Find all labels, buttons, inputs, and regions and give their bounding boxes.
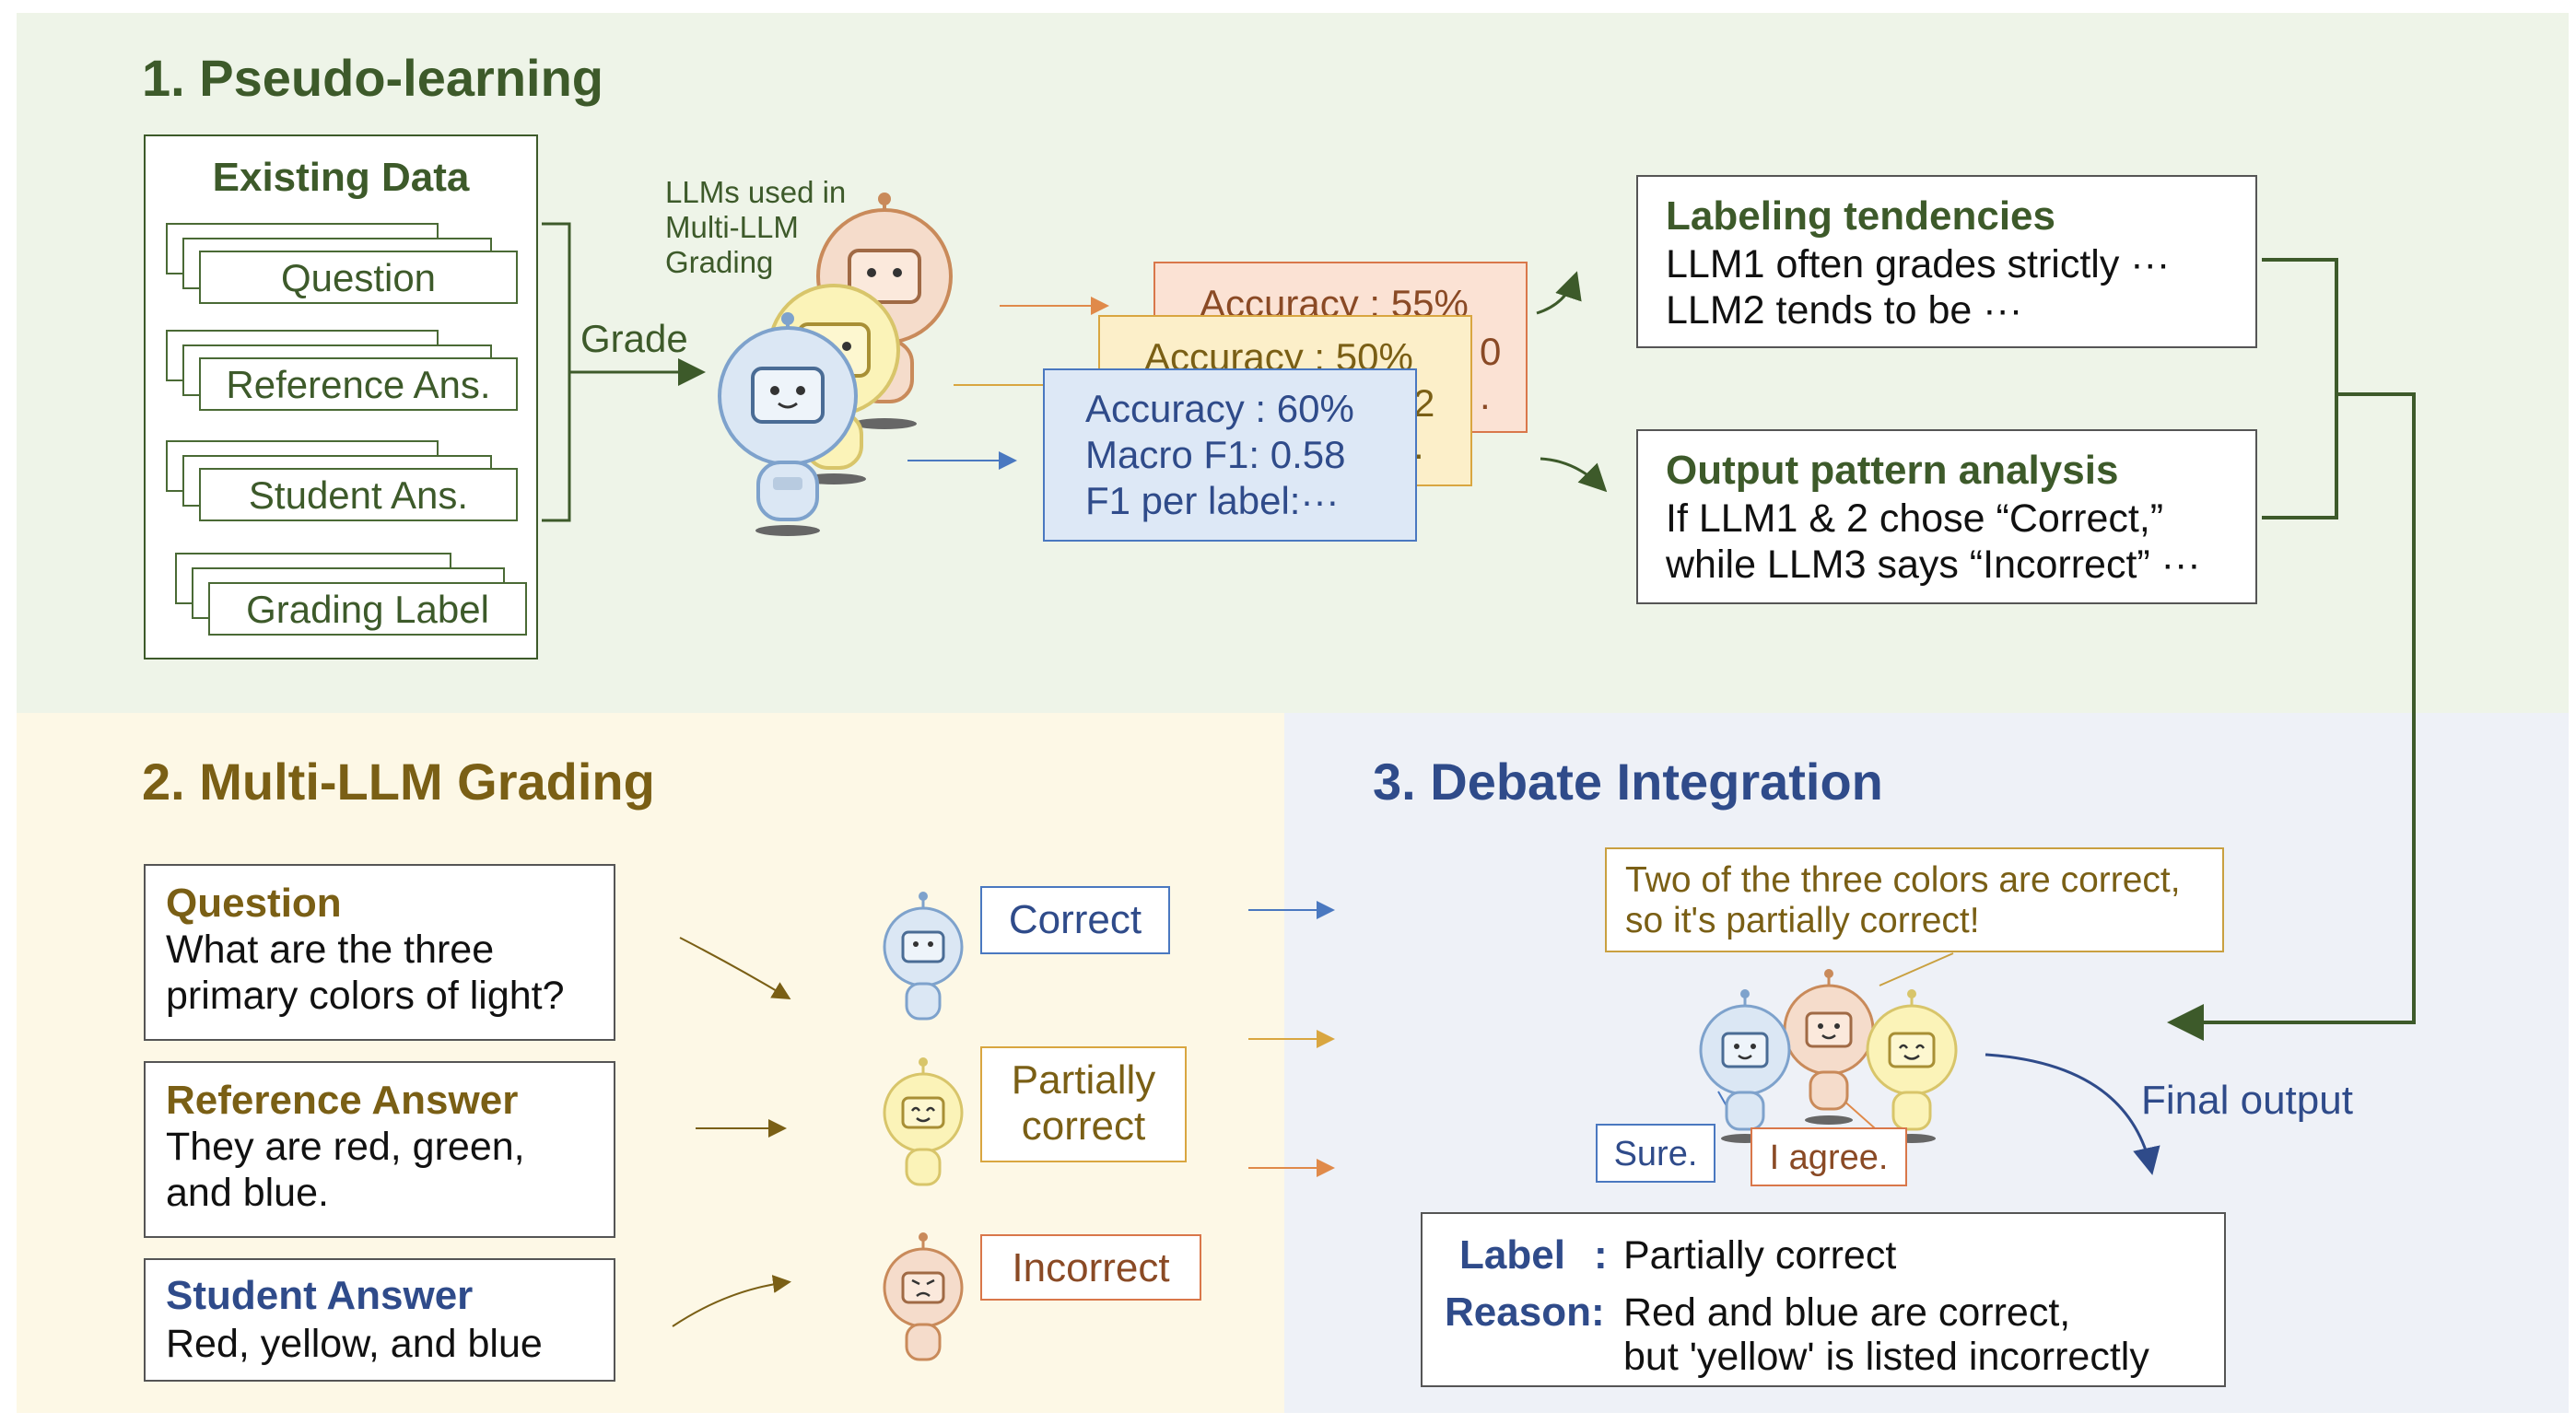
metric-yellow-line3: .	[1413, 424, 1424, 467]
analysis-bracket	[2262, 258, 2338, 519]
reference-answer-title: Reference Answer	[166, 1078, 519, 1123]
grade-label: Grade	[580, 317, 688, 360]
output-correct-box: Correct	[980, 886, 1170, 954]
arrow-question	[679, 937, 791, 1000]
robot-orange-small	[883, 1232, 964, 1361]
output-correct-label: Correct	[1008, 897, 1142, 942]
student-card-label: Student Ans.	[248, 473, 469, 517]
llms-note-line1: LLMs used in	[665, 175, 847, 209]
question-title: Question	[166, 881, 342, 926]
final-result-box: Label : Partially correct Reason: Red an…	[1421, 1212, 2226, 1387]
output-partial-line1: Partially	[1011, 1057, 1156, 1103]
question-line2: primary colors of light?	[166, 974, 565, 1018]
to-debate-connector	[2167, 392, 2416, 1041]
output-pattern-line1: If LLM1 & 2 chose “Correct,”	[1666, 496, 2164, 541]
question-card: Question	[199, 251, 518, 304]
data-bracket	[542, 222, 571, 522]
result-label-key: Label	[1459, 1232, 1565, 1278]
sure-text: Sure.	[1613, 1135, 1698, 1173]
speech-line1: Two of the three colors are correct,	[1625, 860, 2181, 900]
reference-card: Reference Ans.	[199, 357, 518, 411]
agree-text: I agree.	[1769, 1138, 1889, 1177]
speech-line2: so it's partially correct!	[1625, 901, 1980, 940]
robot-blue-large	[718, 312, 858, 536]
reference-line1: They are red, green,	[166, 1125, 525, 1169]
result-label-sep: :	[1594, 1232, 1608, 1278]
reference-answer-box: Reference Answer They are red, green, an…	[144, 1061, 615, 1238]
student-card: Student Ans.	[199, 468, 518, 521]
output-pattern-line2: while LLM3 says “Incorrect” ···	[1666, 543, 2201, 587]
output-partial-line2: correct	[1021, 1103, 1146, 1149]
output-incorrect-box: Incorrect	[980, 1234, 1201, 1301]
metric-blue-macro-f1: Macro F1: 0.58	[1085, 433, 1346, 476]
arrow-to-labeling	[1536, 271, 1582, 315]
metric-blue-f1-per-label: F1 per label:···	[1085, 479, 1340, 522]
llms-note-line3: Grading	[665, 245, 774, 279]
robot-yellow-small	[883, 1057, 964, 1186]
reference-line2: and blue.	[166, 1171, 329, 1215]
labeling-line2: LLM2 tends to be ···	[1666, 288, 2023, 333]
section3-title: 3. Debate Integration	[1373, 753, 1883, 811]
grading-label-card: Grading Label	[208, 582, 527, 636]
metric-card-blue: Accuracy : 60% Macro F1: 0.58 F1 per lab…	[1043, 368, 1417, 542]
robot-yellow-debate	[1866, 989, 1958, 1143]
student-answer-title: Student Answer	[166, 1273, 474, 1318]
agree-bubble: I agree.	[1751, 1127, 1907, 1186]
result-label-value: Partially correct	[1623, 1233, 1897, 1278]
output-pattern-box: Output pattern analysis If LLM1 & 2 chos…	[1636, 429, 2257, 604]
question-line1: What are the three	[166, 928, 495, 972]
metric-blue-accuracy: Accuracy : 60%	[1085, 387, 1354, 430]
metric-orange-line2: 0	[1480, 330, 1502, 373]
output-pattern-title: Output pattern analysis	[1666, 448, 2119, 493]
metric-yellow-line2: 2	[1413, 381, 1435, 425]
sure-bubble: Sure.	[1596, 1124, 1715, 1183]
grading-label-card-label: Grading Label	[246, 588, 489, 631]
final-output-label: Final output	[2141, 1078, 2353, 1123]
section1-title: 1. Pseudo-learning	[142, 49, 603, 107]
speech-bubble: Two of the three colors are correct, so …	[1605, 847, 2224, 952]
question-card-label: Question	[280, 256, 437, 299]
robot-blue-small	[883, 892, 964, 1021]
llms-note-line2: Multi-LLM	[665, 210, 799, 244]
labeling-line1: LLM1 often grades strictly ···	[1666, 242, 2171, 286]
speech-tail	[1879, 952, 1954, 986]
final-output-arrow	[1985, 1053, 2160, 1175]
arrow-student	[672, 1275, 791, 1327]
result-reason-line1: Red and blue are correct,	[1623, 1290, 2071, 1335]
robot-blue-debate	[1699, 989, 1791, 1143]
question-box: Question What are the three primary colo…	[144, 864, 615, 1041]
robot-orange-debate	[1783, 969, 1875, 1125]
arrow-to-output-pattern	[1540, 457, 1608, 493]
student-answer-box: Student Answer Red, yellow, and blue	[144, 1258, 615, 1382]
output-partial-box: Partially correct	[980, 1046, 1187, 1162]
student-line1: Red, yellow, and blue	[166, 1322, 543, 1366]
result-reason-line2: but 'yellow' is listed incorrectly	[1623, 1335, 2149, 1379]
result-reason-key: Reason:	[1445, 1290, 1605, 1335]
output-incorrect-label: Incorrect	[1012, 1245, 1170, 1290]
metric-orange-line3: .	[1480, 374, 1491, 417]
reference-card-label: Reference Ans.	[226, 363, 491, 406]
existing-data-title: Existing Data	[212, 155, 470, 200]
labeling-tendencies-title: Labeling tendencies	[1666, 193, 2055, 239]
section2-title: 2. Multi-LLM Grading	[142, 753, 655, 811]
labeling-tendencies-box: Labeling tendencies LLM1 often grades st…	[1636, 175, 2257, 348]
